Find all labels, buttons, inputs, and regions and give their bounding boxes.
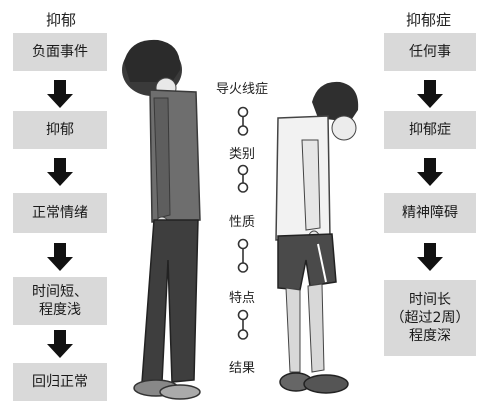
arrow-down-icon [47,243,73,271]
right-column-title: 抑郁症 [406,11,452,29]
right-step-anything: 任何事 [384,33,476,71]
left-step-normal-emotion: 正常情绪 [13,193,107,233]
arrow-down-icon [417,80,443,108]
middle-label-nature: 性质 [229,215,256,230]
right-step-mental-disorder: 精神障碍 [384,193,476,233]
left-step-negative-event: 负面事件 [13,33,107,71]
arrow-down-icon [417,243,443,271]
left-step-short-mild: 时间短、 程度浅 [13,277,107,325]
middle-label-trigger: 导火线症 [216,82,269,97]
sad-person-left-illustration [122,39,201,400]
middle-label-category: 类别 [229,147,256,162]
arrow-down-icon [47,158,73,186]
arrow-down-icon [47,80,73,108]
arrow-down-icon [47,330,73,358]
middle-label-characteristics: 特点 [229,291,256,306]
left-step-depressed: 抑郁 [13,111,107,149]
right-step-long-severe: 时间长 （超过2周） 程度深 [384,280,476,356]
left-step-return-normal: 回归正常 [13,363,107,401]
arrow-down-icon [417,158,443,186]
middle-label-outcome: 结果 [229,361,256,376]
middle-connector [237,106,249,340]
sad-person-right-illustration [275,81,359,394]
left-column-title: 抑郁 [46,11,77,29]
right-step-depression-disorder: 抑郁症 [384,111,476,149]
